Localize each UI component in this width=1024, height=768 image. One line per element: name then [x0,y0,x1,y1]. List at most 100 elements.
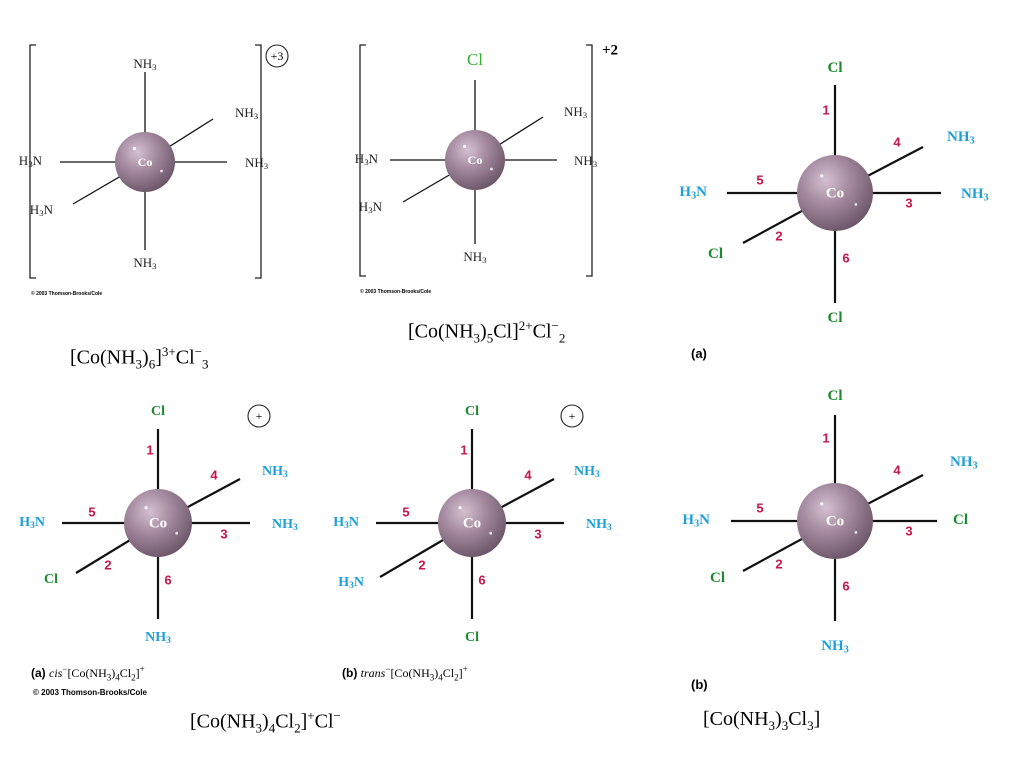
copyright-panel-1: © 2003 Thomson-Brooks/Cole [31,291,103,297]
ligand-left: H3N [679,184,707,201]
position-number: 3 [220,526,227,541]
formula-tetraammine: [Co(NH3)4Cl2]+Cl− [190,708,341,736]
position-number: 5 [88,504,95,519]
part-label-a: (a) [691,346,707,361]
atom-highlight [820,174,824,178]
position-number: 1 [822,102,829,117]
cobalt-atom [445,130,505,190]
charge-label: + [256,409,263,423]
ligand-right: NH3 [961,186,989,203]
caption-cis: (a) cis−[Co(NH3)4Cl2]+ [31,664,145,683]
cobalt-atom [797,483,873,559]
position-number: 3 [534,526,541,541]
ligand-upper-right: NH3 [574,464,600,480]
position-number: 2 [104,557,111,572]
atom-label: Co [826,185,844,201]
ligand-lower-left: Cl [710,570,725,586]
copyright-bottom: © 2003 Thomson-Brooks/Cole [33,688,147,697]
charge-circle [560,404,584,428]
ligand-top: Cl [465,404,479,419]
ligand-right: NH3 [586,517,612,533]
position-number: 2 [775,228,782,243]
atom-highlight [144,506,148,510]
position-number: 5 [756,172,763,187]
ligand-upper-right: NH3 [950,454,978,471]
ligand-top: Cl [151,404,165,419]
position-number: 1 [822,430,829,445]
position-number: 6 [842,578,849,593]
bracket-right-1 [255,44,262,279]
cobalt-atom [797,155,873,231]
position-number: 2 [775,556,782,571]
position-number: 2 [418,557,425,572]
formula-hexaammine: [Co(NH3)6]3+Cl−3 [70,344,209,372]
ligand-right: NH3 [272,517,298,533]
ligand-bottom: NH3 [463,249,487,265]
atom-highlight [462,144,467,149]
atom-highlight [820,502,824,506]
copyright-panel-2: © 2003 Thomson-Brooks/Cole [360,289,432,295]
atom-highlight [132,146,137,151]
caption-trans: (b) trans−[Co(NH3)4Cl2]+ [342,664,468,683]
atom-label: Co [826,513,844,529]
ligand-left: H3N [355,151,379,167]
ligand-right: NH3 [574,153,598,169]
ligand-bottom: Cl [465,630,479,645]
charge-circle [247,404,271,428]
ligand-right: Cl [953,512,968,528]
cobalt-atom [124,489,192,557]
charge-label: + [569,409,576,423]
atom-highlight [854,531,858,534]
ligand-lower-left: Cl [708,246,723,262]
bracket-left-1 [29,44,36,279]
ligand-upper-right: NH3 [564,104,588,120]
position-number: 3 [905,195,912,210]
ligand-lower-left: H3N [30,202,54,218]
ligand-upper-right: NH3 [235,105,259,121]
atom-highlight [175,531,179,535]
charge-circle [265,44,289,68]
ligand-bottom: NH3 [821,638,849,655]
ligand-bottom: NH3 [145,630,171,646]
position-number: 4 [210,467,218,482]
ligand-left: H3N [19,515,45,531]
position-number: 5 [756,500,763,515]
position-number: 6 [842,250,849,265]
ligand-top: Cl [467,50,483,69]
ligand-left: H3N [682,512,710,529]
position-number: 1 [146,442,153,457]
ligand-bottom: Cl [828,310,843,326]
ligand-lower-left: H3N [359,199,383,215]
position-number: 5 [402,504,409,519]
ligand-lower-left: Cl [44,572,58,587]
atom-label: Co [149,515,167,531]
position-number: 4 [524,467,532,482]
ligand-top: NH3 [133,56,157,72]
atom-label: Co [138,155,153,169]
atom-highlight [160,169,163,173]
cobalt-atom [115,132,175,192]
ligand-top: Cl [828,60,843,76]
charge-label: +3 [271,49,284,63]
formula-pentaamminechloro: [Co(NH3)5Cl]2+Cl−2 [408,318,566,346]
position-number: 4 [893,462,901,477]
atom-highlight [854,203,858,206]
ligand-left: H3N [19,153,43,169]
part-label-b: (b) [691,677,708,692]
position-number: 4 [893,134,901,149]
ligand-left: H3N [333,515,359,531]
ligand-right: NH3 [245,155,269,171]
atom-highlight [490,167,493,171]
atom-label: Co [468,153,483,167]
position-number: 1 [460,442,467,457]
position-number: 6 [164,572,171,587]
bracket-right-2 [586,44,593,277]
position-number: 6 [478,572,485,587]
